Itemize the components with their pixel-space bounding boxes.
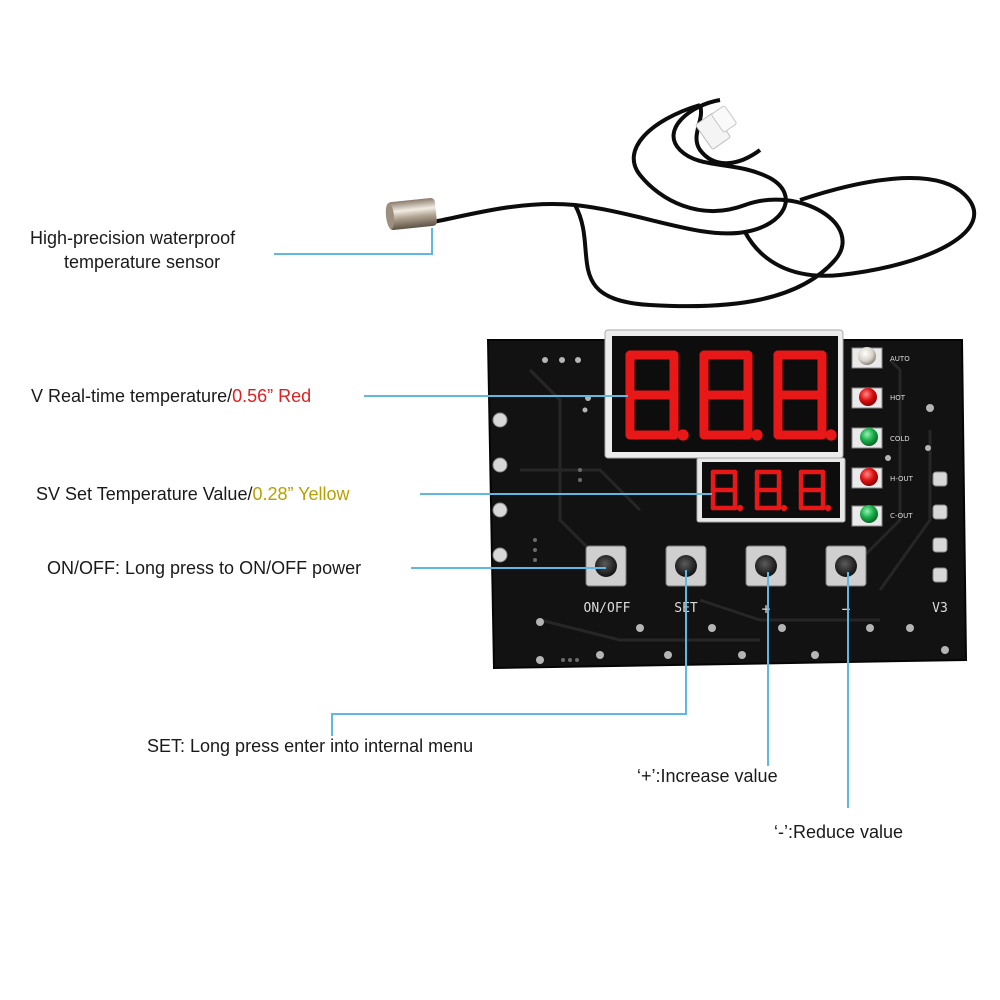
led-cold <box>860 428 878 446</box>
label-sensor-line2: temperature sensor <box>64 252 221 272</box>
status-leds: AUTO HOT COLD H-OUT C-OUT <box>851 347 914 527</box>
leader-sensor <box>274 228 433 255</box>
led-label-c-out: C-OUT <box>890 512 913 520</box>
label-pv-spec: 0.56” Red <box>232 386 312 406</box>
silkscreen-version: V3 <box>932 601 948 616</box>
label-sv-spec: 0.28” Yellow <box>252 484 350 504</box>
decimal-point <box>677 429 689 441</box>
sv-display <box>696 457 846 523</box>
decimal-point <box>751 429 763 441</box>
led-label-hot: HOT <box>890 394 906 402</box>
led-hot <box>859 388 877 406</box>
leader-lines <box>274 228 849 808</box>
silkscreen-onoff: ON/OFF <box>584 601 631 616</box>
label-set: SET: Long press enter into internal menu <box>147 736 474 756</box>
label-sv-text: SV Set Temperature Value/ <box>36 484 253 504</box>
onoff-button[interactable] <box>585 545 627 587</box>
leader-set <box>331 570 687 736</box>
label-pv: V Real-time temperature/0.56” Red <box>31 384 311 408</box>
push-buttons: ON/OFF SET + − V3 <box>584 545 948 618</box>
silkscreen-minus: − <box>841 600 850 618</box>
silkscreen-plus: + <box>761 600 770 618</box>
led-label-cold: COLD <box>890 435 910 443</box>
decimal-point <box>824 504 832 512</box>
label-sensor-line1: High-precision waterproof <box>30 228 236 248</box>
led-label-auto: AUTO <box>890 355 910 363</box>
set-button[interactable] <box>665 545 707 587</box>
led-auto <box>858 347 876 365</box>
temperature-sensor-cable <box>432 98 977 309</box>
plus-button[interactable] <box>745 545 787 587</box>
label-pv-text: V Real-time temperature/ <box>31 386 233 406</box>
label-sv: SV Set Temperature Value/0.28” Yellow <box>36 482 350 506</box>
minus-button[interactable] <box>825 545 867 587</box>
temperature-probe <box>385 197 437 231</box>
led-h-out <box>860 468 878 486</box>
decimal-point <box>780 504 788 512</box>
led-c-out <box>860 505 878 523</box>
label-onoff: ON/OFF: Long press to ON/OFF power <box>47 558 362 578</box>
label-minus: ‘-’:Reduce value <box>774 822 904 842</box>
pv-display <box>604 329 844 459</box>
label-plus: ‘+’:Increase value <box>637 766 778 786</box>
decimal-point <box>825 429 837 441</box>
decimal-point <box>736 504 744 512</box>
led-label-h-out: H-OUT <box>890 475 914 483</box>
